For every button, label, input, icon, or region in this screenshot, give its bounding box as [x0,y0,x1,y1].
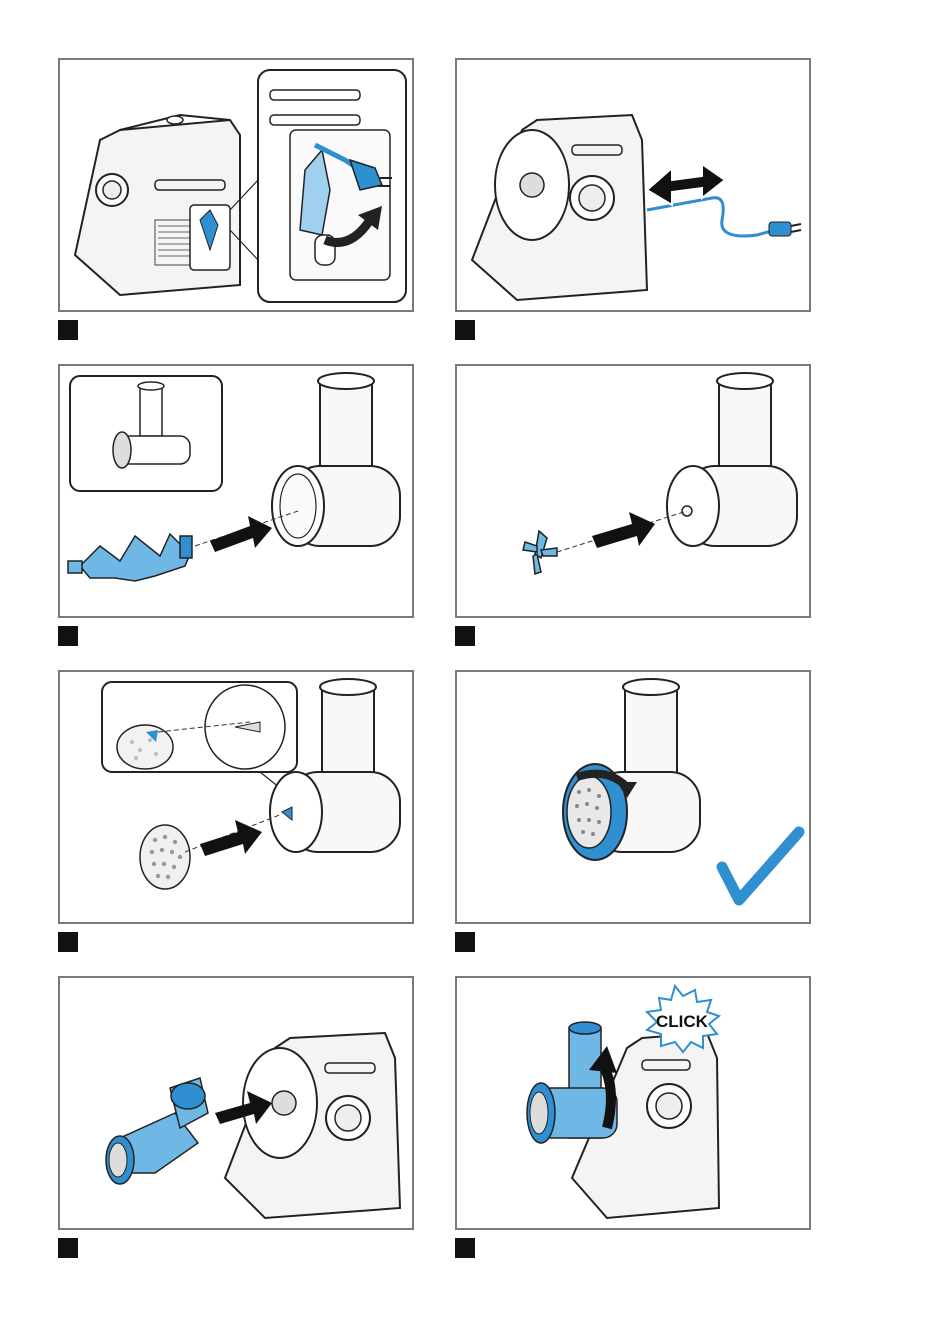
step-4-panel [455,364,811,618]
step-7-illustration [60,978,412,1228]
step-3-marker [58,626,78,646]
step-5-marker [58,932,78,952]
step-8-illustration: CLICK [457,978,809,1228]
step-1-marker [58,320,78,340]
step-3-illustration [60,366,412,616]
step-4-illustration [457,366,809,616]
insert-arrow-icon [210,516,272,552]
step-8-marker [455,1238,475,1258]
step-5-panel [58,670,414,924]
step-5-illustration [60,672,412,922]
mincing-disc [140,825,190,889]
power-plug-icon [769,222,801,236]
step-8-panel: CLICK [455,976,811,1230]
step-6-marker [455,932,475,952]
click-label: CLICK [656,1012,709,1031]
step-1-panel [58,58,414,312]
step-7-panel [58,976,414,1230]
insert-arrow-icon [592,512,655,548]
step-2-panel [455,58,811,312]
step-2-illustration [457,60,809,310]
step-1-illustration [60,60,412,310]
step-4-marker [455,626,475,646]
step-6-panel [455,670,811,924]
step-2-marker [455,320,475,340]
step-6-illustration [457,672,809,922]
step-3-panel [58,364,414,618]
checkmark-icon [722,832,799,900]
step-7-marker [58,1238,78,1258]
